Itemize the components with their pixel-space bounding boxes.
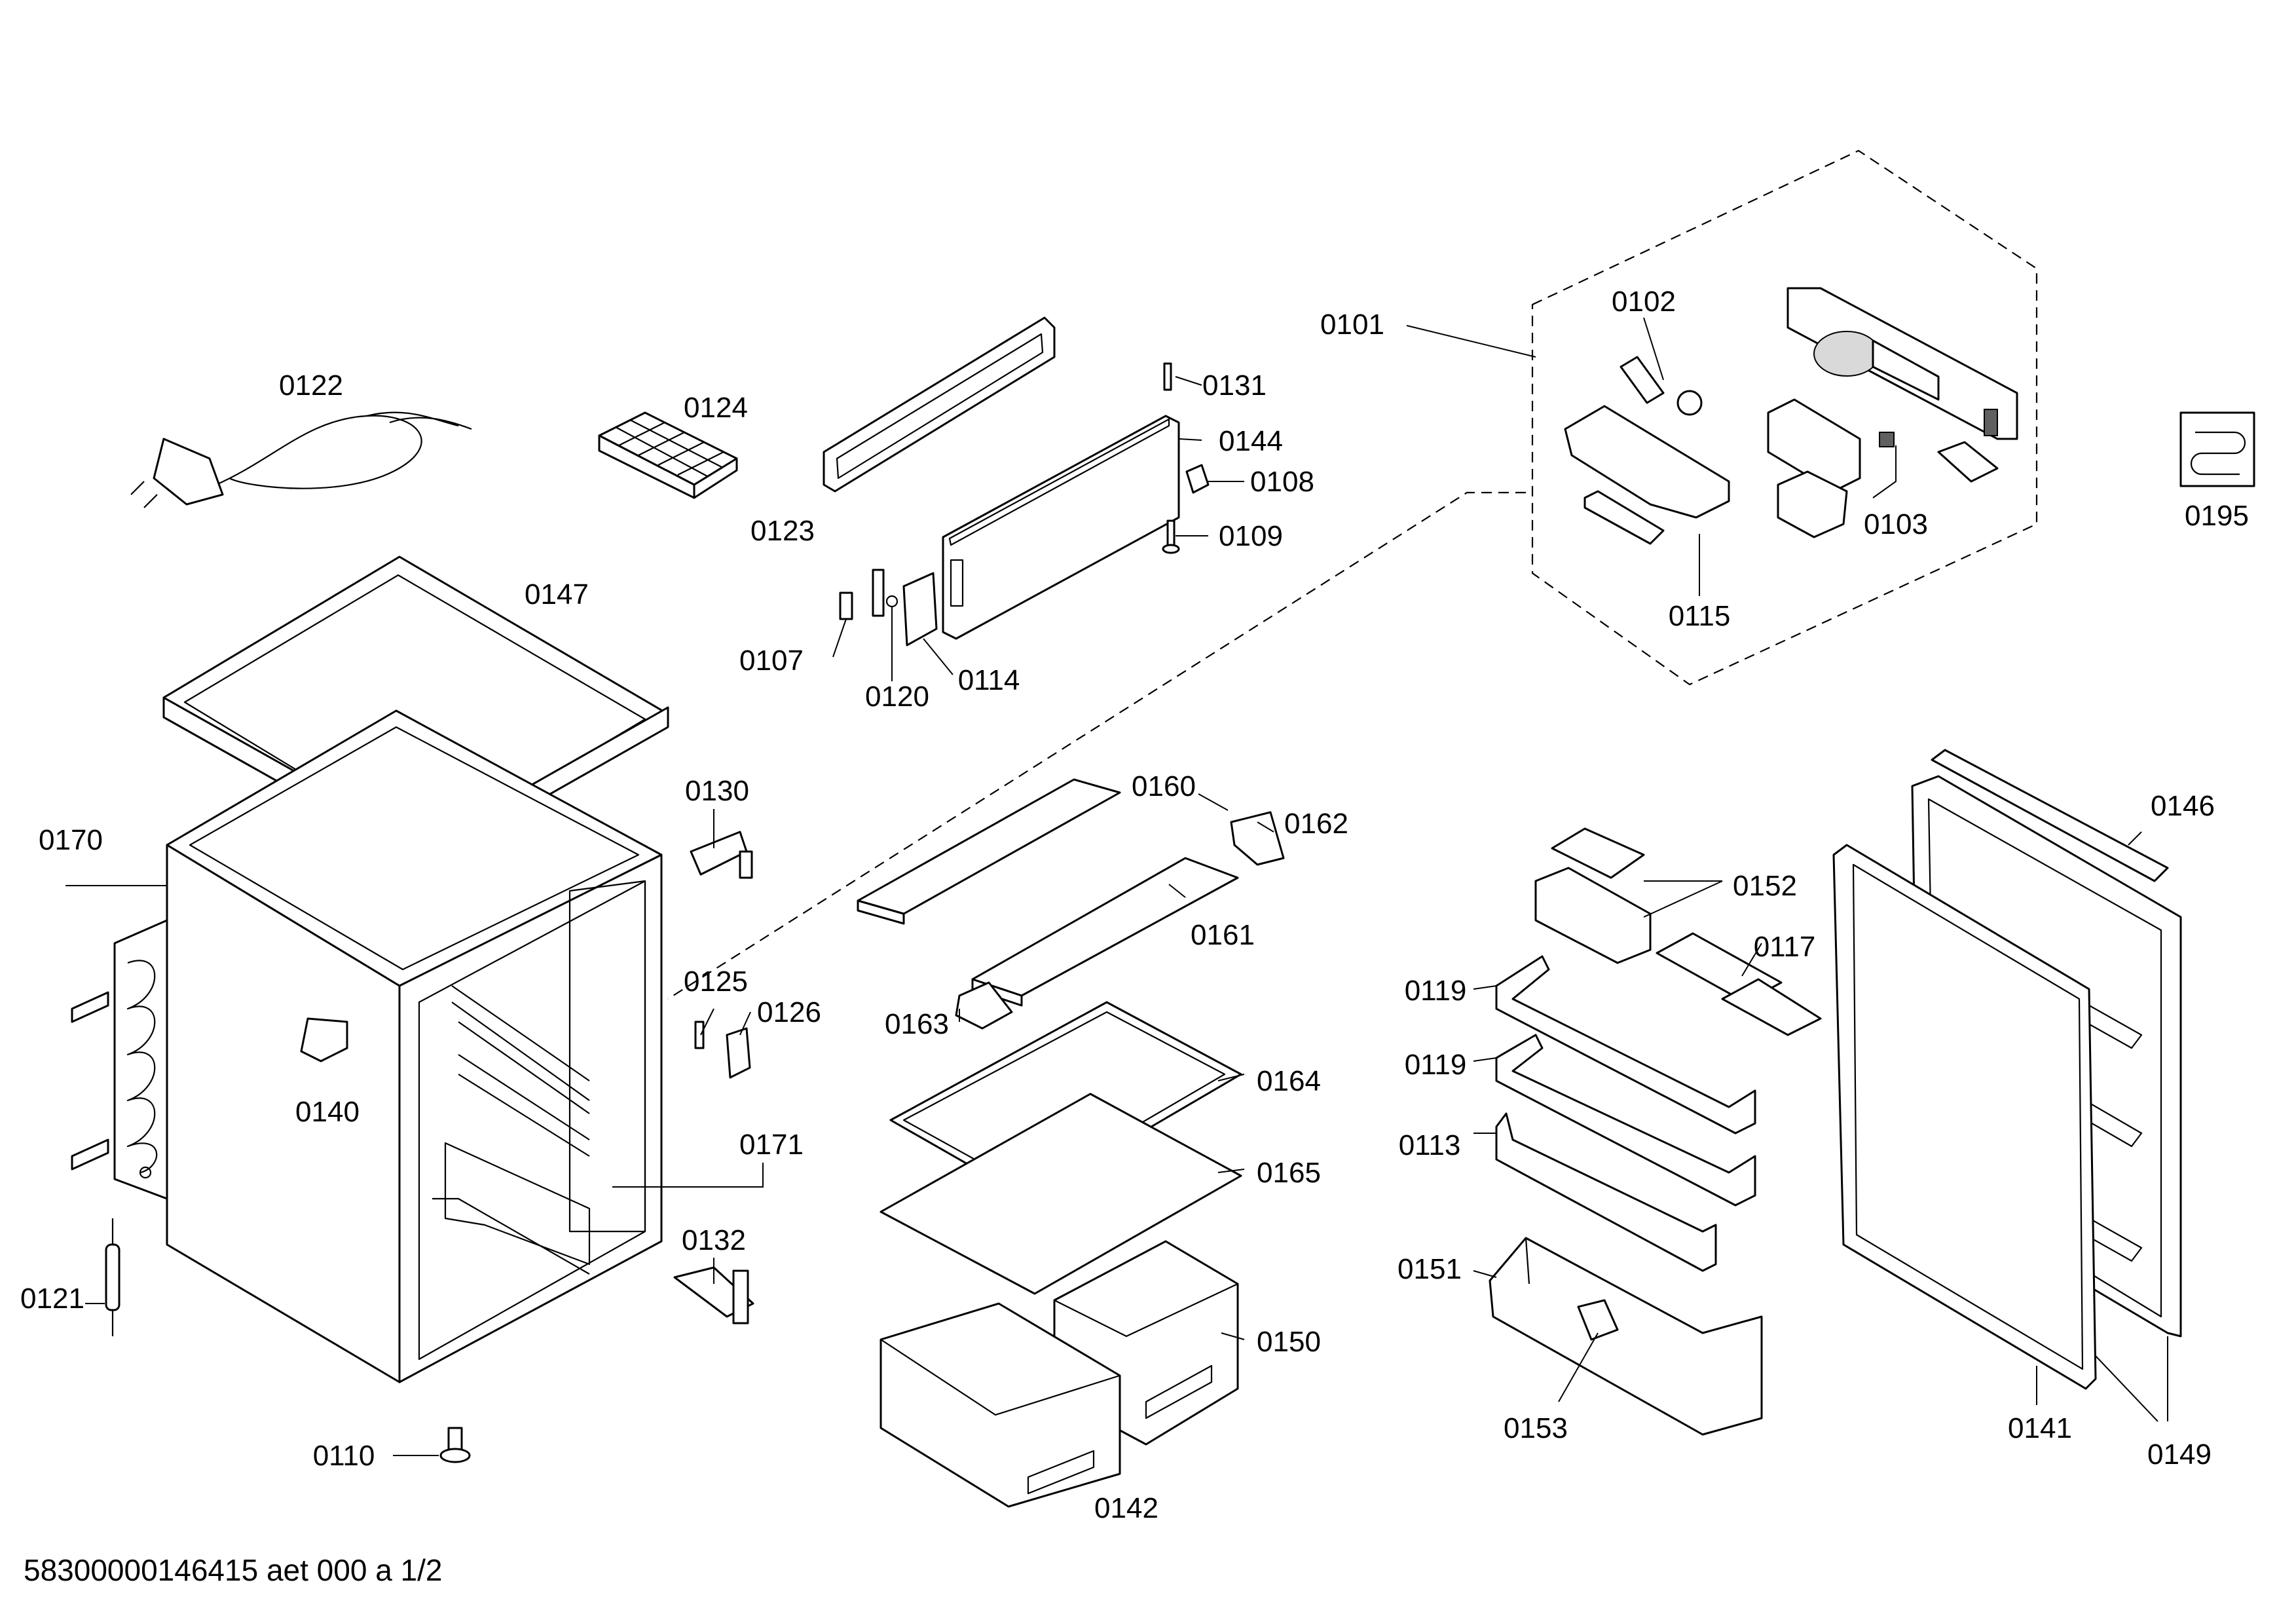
hinge-0132 [673,1266,754,1324]
label-0195: 0195 [2185,500,2249,532]
label-0107: 0107 [739,645,804,677]
hinge-0130 [690,831,753,879]
shelf-0165 [880,1093,1242,1295]
drier-0121 [105,1218,120,1336]
freezer-door [942,415,1180,640]
assembly-0101-outline [1531,149,2038,686]
label-0114: 0114 [958,664,1020,696]
shelf-clip-0162 [1230,811,1285,866]
part-labels: 0101 0102 0103 0115 0122 0124 0123 0131 … [20,286,2249,1524]
label-0119-lower: 0119 [1405,1049,1467,1081]
foot-screw-0110 [439,1427,471,1463]
leader-lines [65,317,2168,1456]
door-shelf-0119-upper [1495,955,1756,1135]
drawing-reference: 58300000146415 aet 000 a 1/2 [24,1553,443,1587]
bottle-shelf-0151 [1489,1237,1763,1436]
door-screw-0109 [1162,519,1180,554]
label-0102: 0102 [1612,286,1676,318]
label-0170: 0170 [39,824,103,856]
label-0126: 0126 [757,996,821,1028]
thermostat-housing [1787,287,2018,440]
butter-box-0152 [1534,827,1652,964]
label-0132: 0132 [682,1224,746,1256]
label-0150: 0150 [1257,1326,1321,1358]
label-0165: 0165 [1257,1157,1321,1189]
door-stop-0108 [1185,464,1210,494]
label-0122: 0122 [279,369,343,402]
label-0125: 0125 [684,966,748,998]
door-seal-strip-0146 [1931,749,2169,882]
shelf-clip-0163 [955,981,1013,1030]
label-0123: 0123 [750,515,815,547]
label-0151: 0151 [1398,1253,1462,1285]
crisper-drawer-0142 [880,1302,1121,1508]
label-0162: 0162 [1284,808,1348,840]
label-0103: 0103 [1864,508,1928,540]
refrigerator-cabinet [166,709,663,1383]
door-shelf-0113 [1495,1112,1717,1272]
condenser-coil [71,919,168,1200]
label-0153: 0153 [1504,1412,1568,1444]
label-0117: 0117 [1754,931,1816,963]
assembly-0101-connector [667,491,1526,1000]
label-0124: 0124 [684,392,748,424]
door-gasket [823,316,1056,493]
lamp-bulb-0102 [1620,356,1703,416]
power-cord [130,411,472,508]
hinge-0120 [872,569,898,617]
hinge-screw-0131 [1163,362,1172,391]
lamp-cover-0115 [1564,405,1730,545]
label-0120: 0120 [865,681,929,713]
label-0163: 0163 [885,1008,949,1040]
door-frame-0141 [1832,844,2097,1390]
label-0115: 0115 [1669,600,1731,632]
label-0108: 0108 [1250,466,1314,498]
label-0160: 0160 [1132,770,1196,802]
label-0147: 0147 [525,578,589,610]
label-0149: 0149 [2147,1438,2212,1471]
label-0131: 0131 [1202,369,1267,402]
egg-tray-0117 [1656,932,1822,1036]
shelf-0160 [857,778,1121,925]
label-0113: 0113 [1399,1129,1461,1161]
clip-0107 [839,591,853,620]
label-0161: 0161 [1191,919,1255,951]
label-0146: 0146 [2151,790,2215,822]
evaporator-symbol [2179,411,2255,487]
label-0171: 0171 [739,1129,804,1161]
door-shelf-0119-lower [1495,1034,1756,1207]
control-board-0103 [1767,398,1999,538]
door-handle-0114 [902,572,938,647]
label-0110: 0110 [313,1440,375,1472]
label-0141: 0141 [2008,1412,2072,1444]
label-0140: 0140 [295,1096,360,1128]
label-0109: 0109 [1219,520,1283,552]
cap-0126 [726,1027,751,1079]
label-0119-upper: 0119 [1405,975,1467,1007]
label-0142: 0142 [1094,1492,1158,1524]
label-0144: 0144 [1219,425,1283,457]
label-0121: 0121 [20,1283,84,1315]
ice-tray [598,411,738,499]
clip-0125 [694,1021,705,1049]
label-0164: 0164 [1257,1065,1321,1097]
label-0152: 0152 [1733,870,1797,902]
label-0130: 0130 [685,775,749,807]
label-0101: 0101 [1320,309,1384,341]
